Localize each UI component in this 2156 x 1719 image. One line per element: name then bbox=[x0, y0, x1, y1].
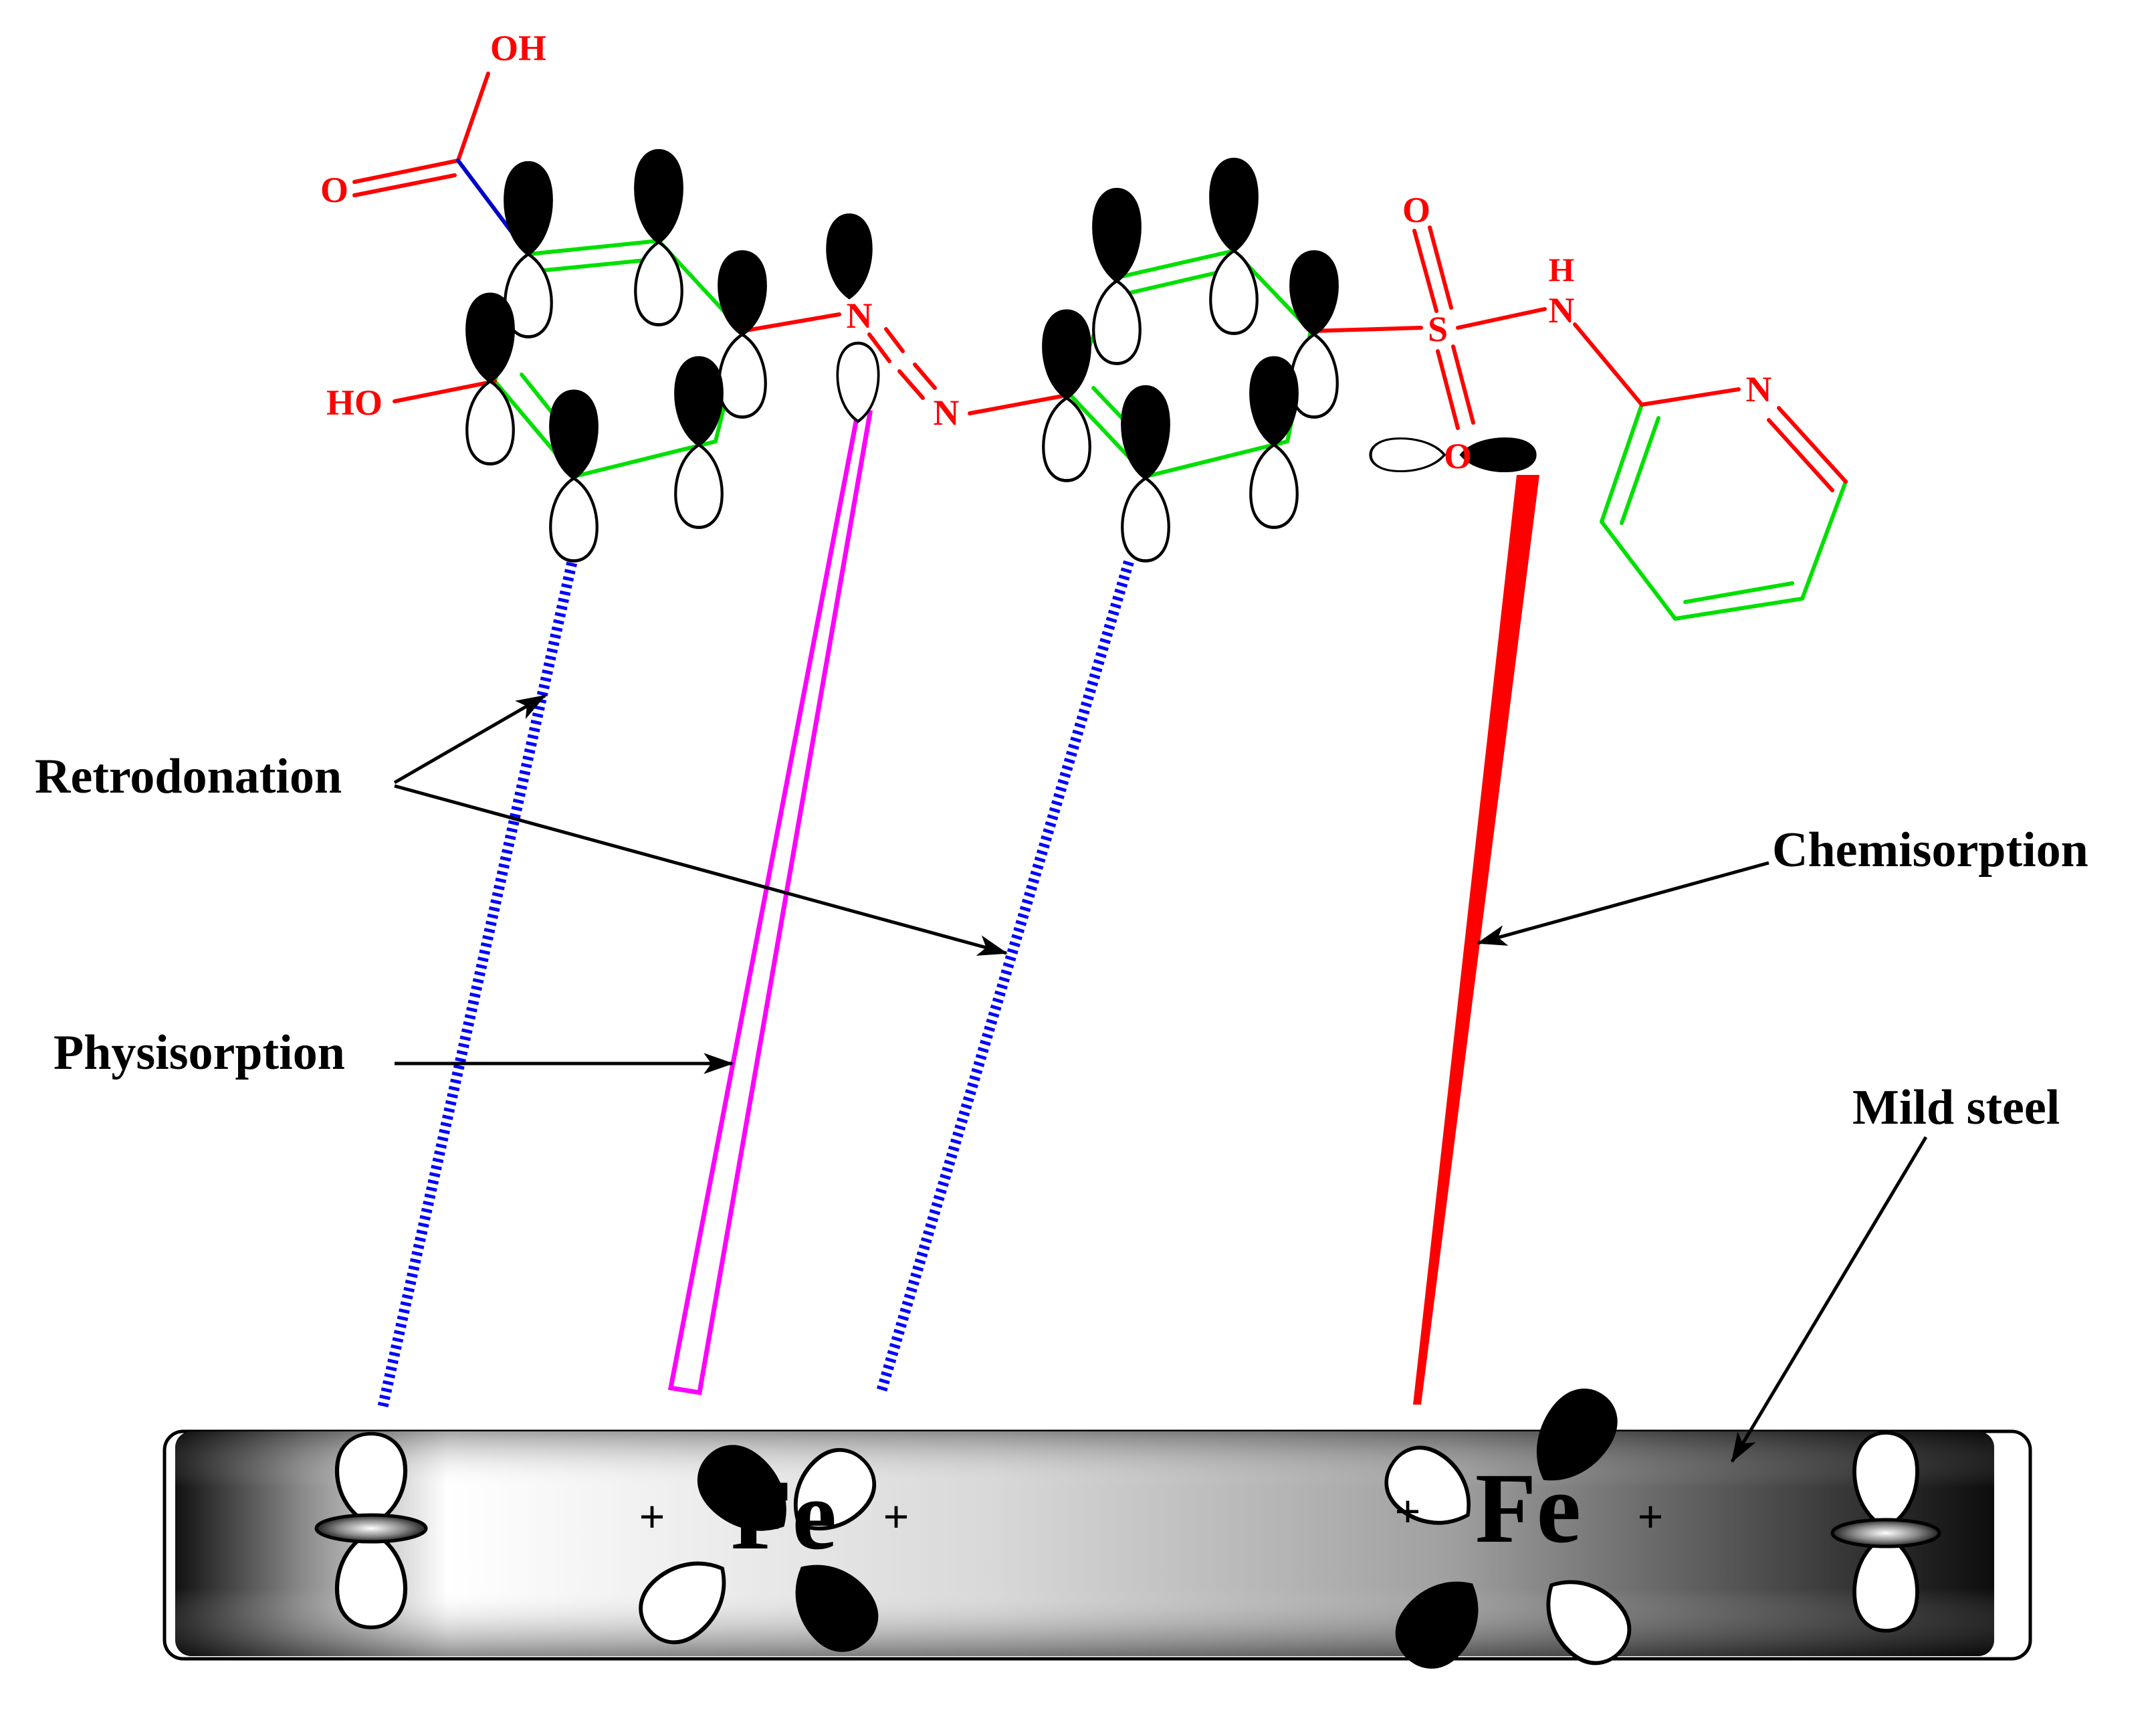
iron-atom-2: Fe bbox=[1475, 1453, 1581, 1564]
atom-carboxyl-o: O bbox=[320, 170, 348, 210]
label-chemisorption: Chemisorption bbox=[1772, 823, 2088, 878]
atom-carboxyl-oh: OH bbox=[490, 28, 546, 68]
steel-orbitals bbox=[314, 1377, 1941, 1680]
iron-atom-1: Fe bbox=[731, 1459, 837, 1571]
atom-sulfonyl-o-top: O bbox=[1402, 190, 1430, 230]
callout-arrows bbox=[393, 694, 1928, 1463]
atom-pyridine-n: N bbox=[1746, 369, 1772, 409]
iron-charge-1a: + bbox=[639, 1492, 665, 1541]
atom-hydroxyl: HO bbox=[326, 383, 383, 423]
atom-amine-n: N bbox=[1549, 290, 1575, 330]
retrodonation-link-right bbox=[876, 560, 1134, 1393]
label-retrodonation: Retrodonation bbox=[35, 749, 342, 804]
label-mild-steel: Mild steel bbox=[1852, 1080, 2060, 1135]
mild-steel-bar bbox=[163, 1429, 2032, 1661]
label-physisorption: Physisorption bbox=[53, 1025, 345, 1080]
chemisorption-link bbox=[1413, 475, 1539, 1405]
atom-azo-n1: N bbox=[847, 296, 873, 336]
molecule-orbitals bbox=[467, 151, 1535, 561]
atom-azo-n2: N bbox=[934, 393, 960, 433]
atom-sulfur: S bbox=[1428, 309, 1448, 349]
retrodonation-link-left bbox=[377, 547, 580, 1409]
iron-charge-2b: + bbox=[1638, 1492, 1664, 1541]
atom-amine-h: H bbox=[1549, 251, 1575, 288]
physisorption-link bbox=[667, 409, 873, 1396]
atom-sulfonyl-o-bottom: O bbox=[1444, 436, 1472, 476]
iron-charge-2a: + bbox=[1395, 1486, 1421, 1536]
atom-labels: OH O HO N N S O O H N N bbox=[320, 28, 1772, 476]
iron-charge-1b: + bbox=[883, 1492, 909, 1541]
